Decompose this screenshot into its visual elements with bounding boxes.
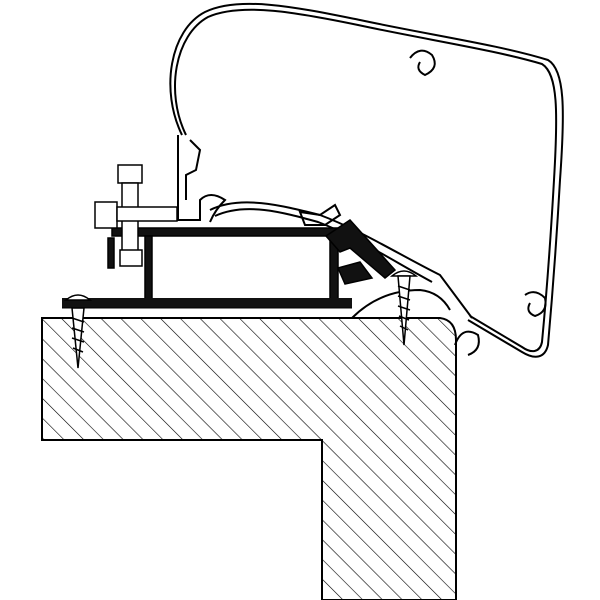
wall-section bbox=[41, 317, 457, 600]
corner-trim bbox=[351, 288, 451, 319]
screws bbox=[63, 270, 419, 369]
bolts bbox=[94, 164, 178, 267]
mounting-rail bbox=[62, 298, 352, 309]
adapter-bracket bbox=[107, 219, 397, 303]
awning-housing bbox=[169, 2, 564, 358]
